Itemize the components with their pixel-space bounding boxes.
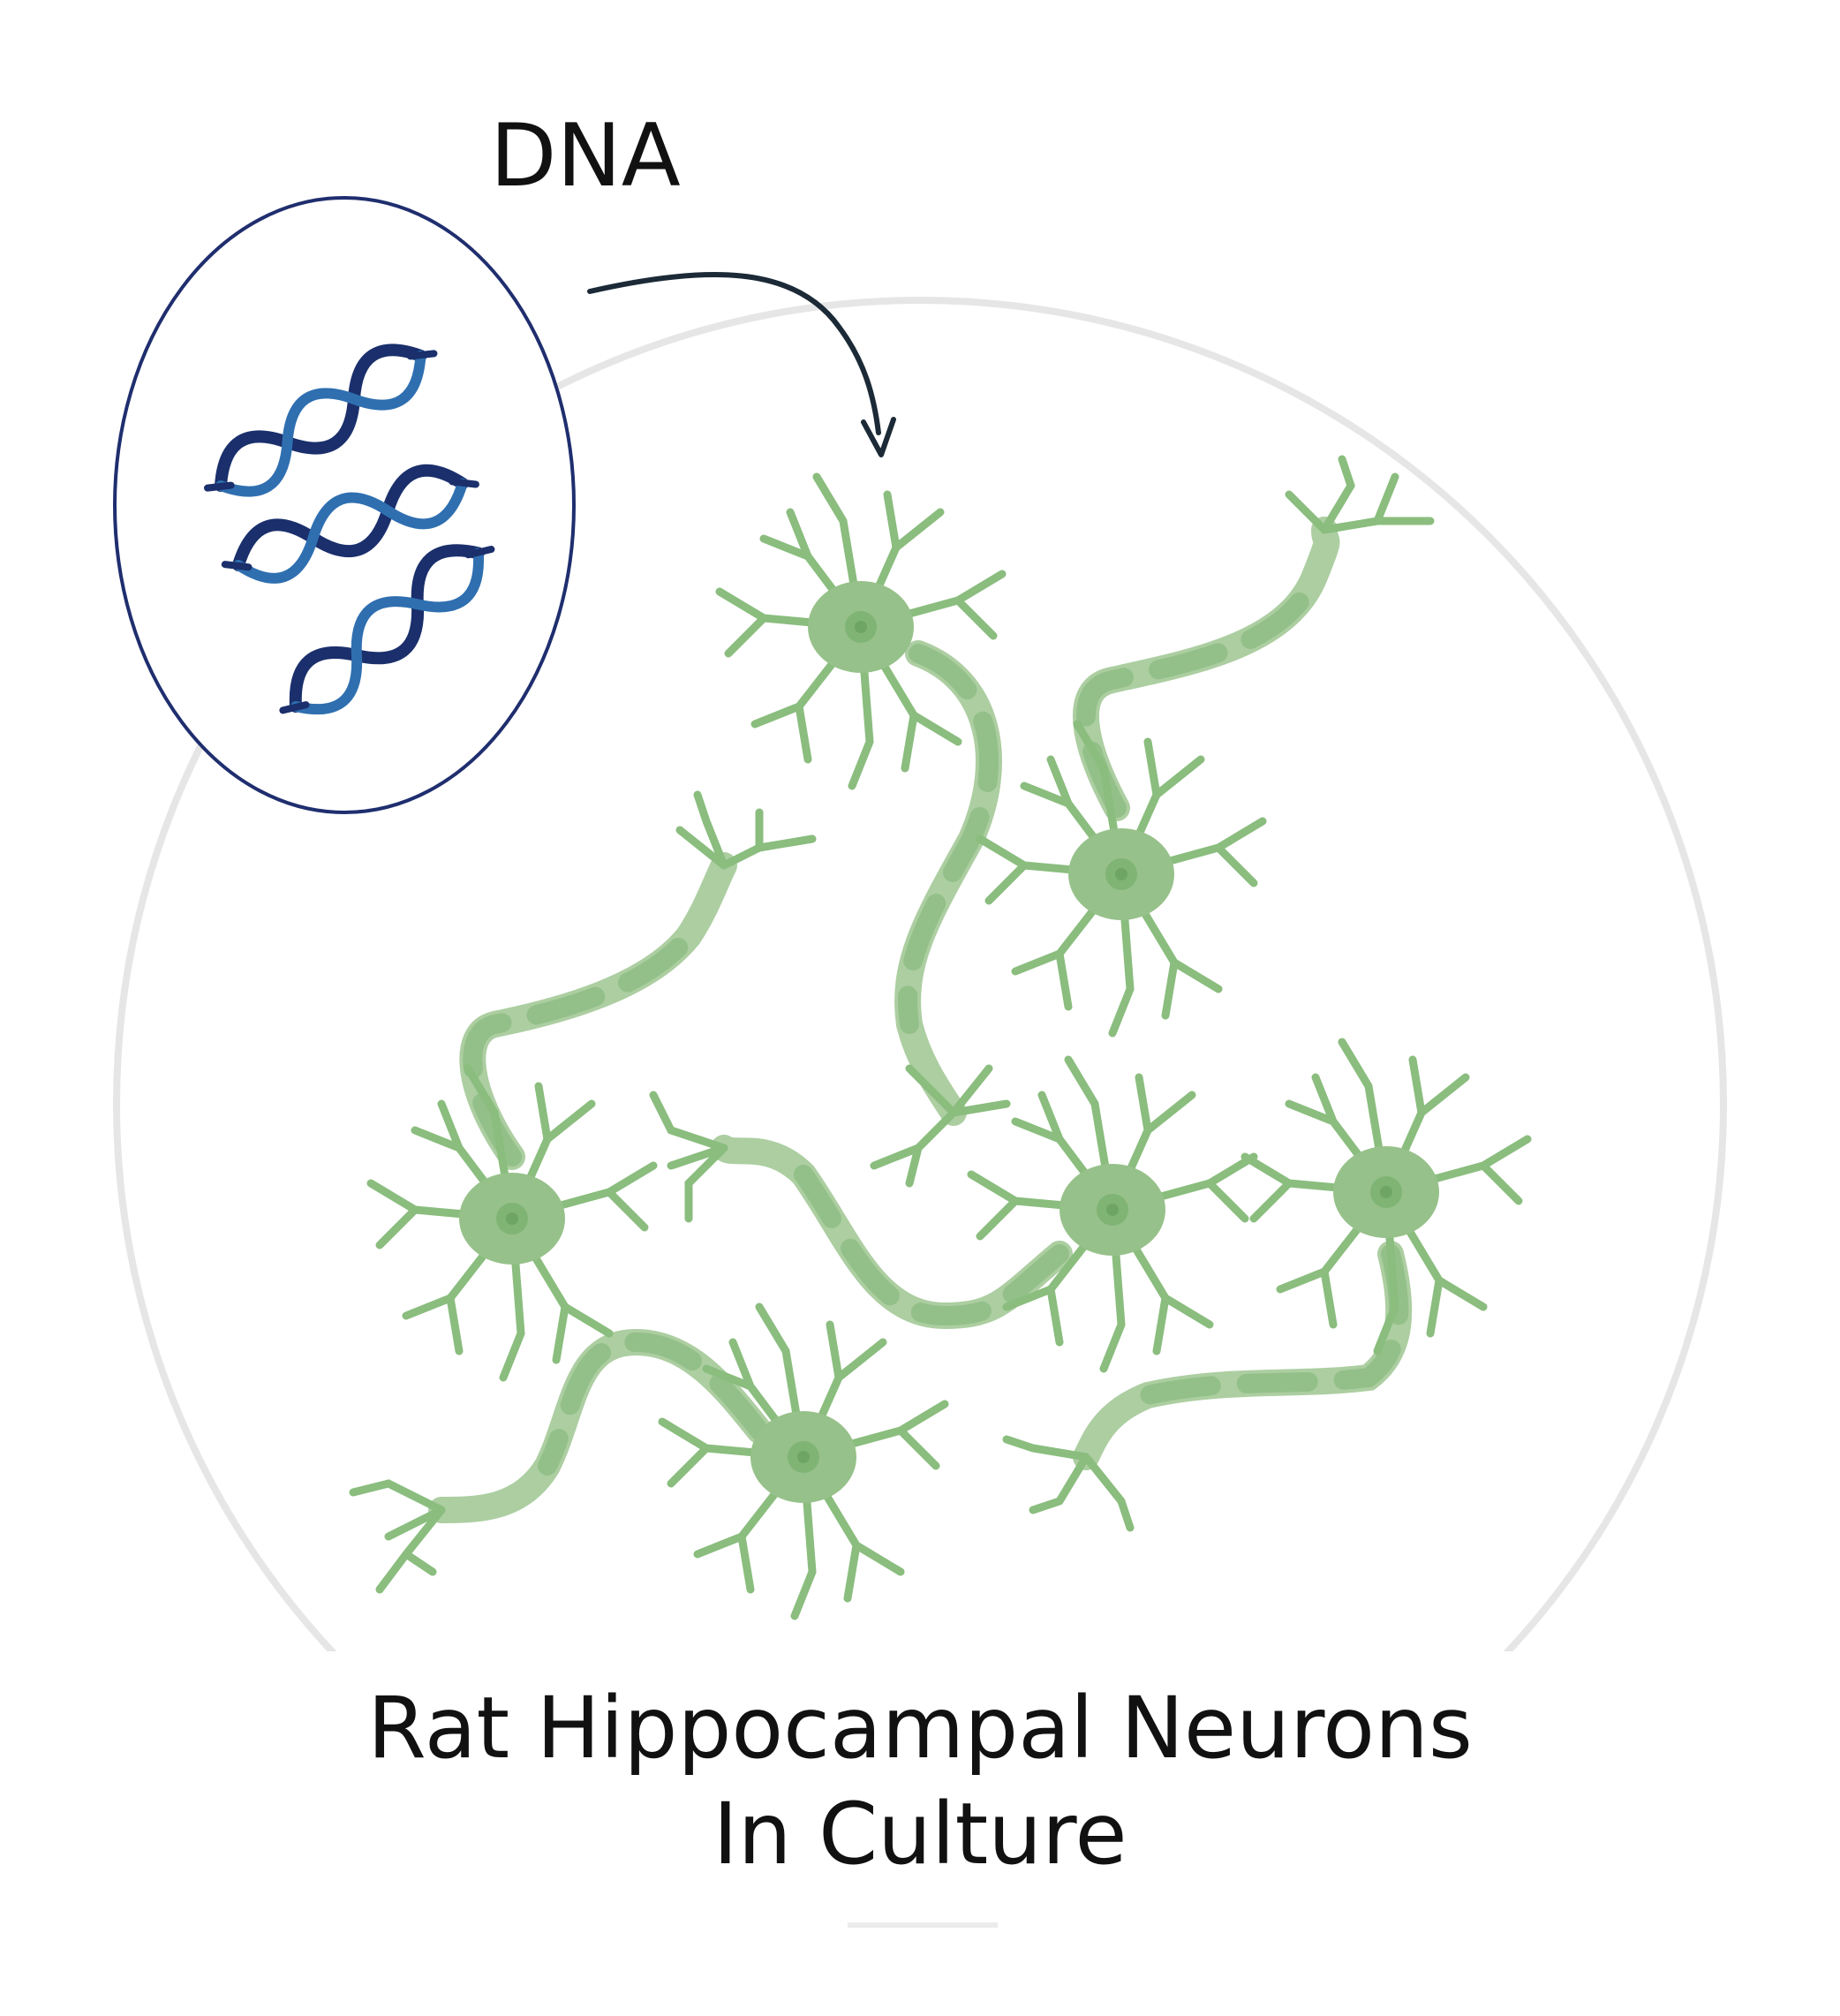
axon-terminals — [349, 455, 1435, 1594]
caption-line-1: Rat Hippocampal Neurons — [367, 1679, 1473, 1778]
curved-arrow-icon — [587, 271, 881, 435]
dna-label: DNA — [490, 106, 681, 207]
arrowhead-icon — [861, 417, 896, 457]
caption-line-2: In Culture — [713, 1785, 1127, 1884]
dna-oval — [113, 196, 576, 814]
delivery-arrow — [587, 271, 896, 457]
